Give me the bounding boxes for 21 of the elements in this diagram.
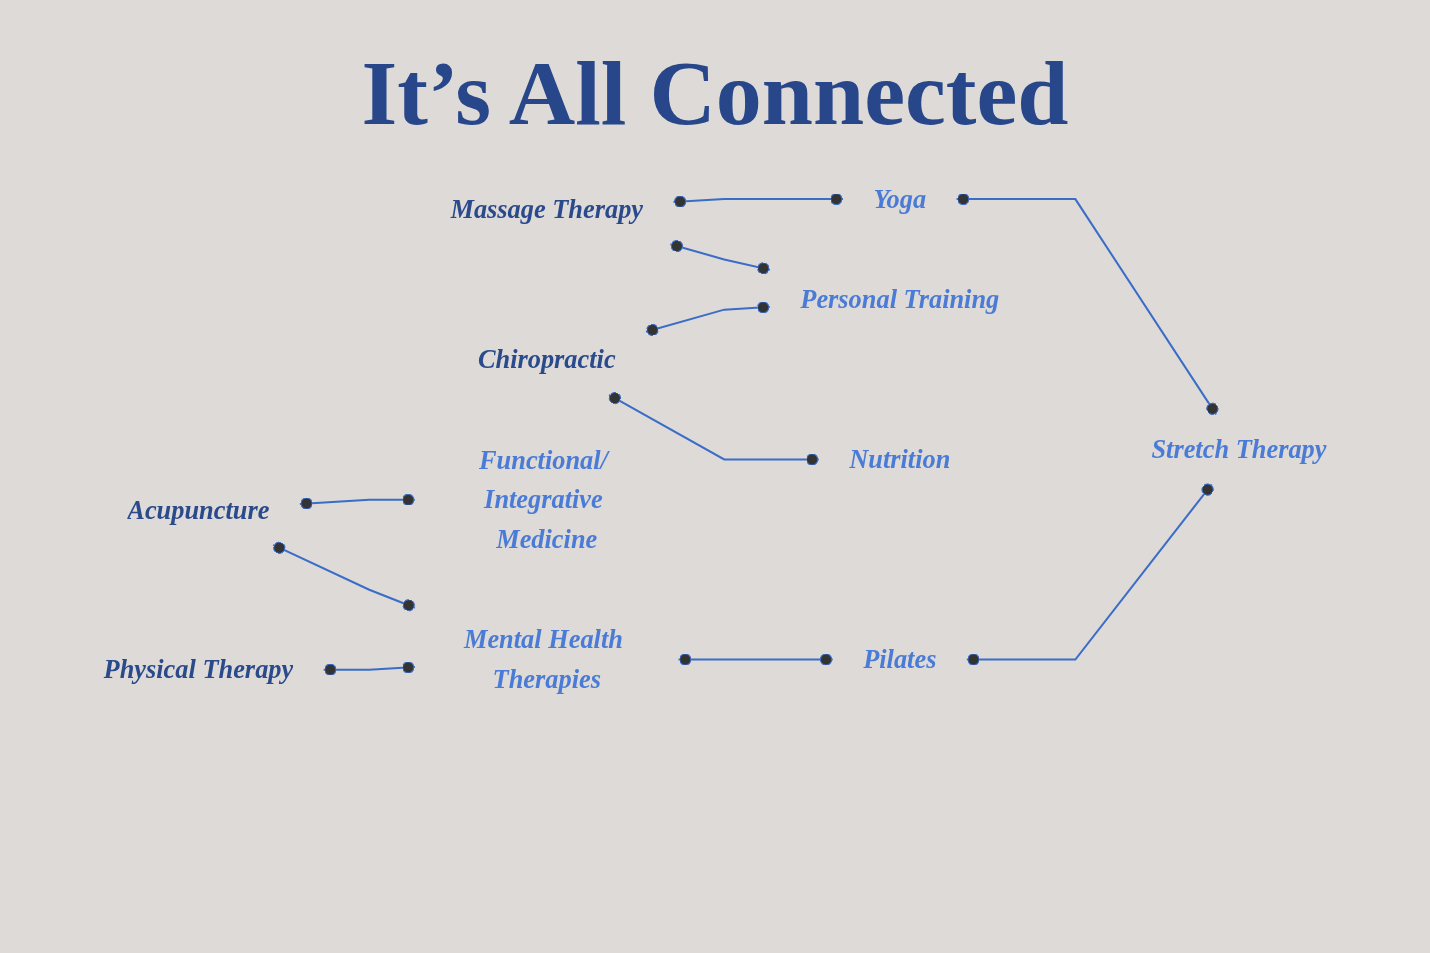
node-text: Massage Therapy (450, 194, 644, 224)
connector (608, 391, 819, 466)
node-text: Physical Therapy (103, 654, 294, 685)
node-text: Pilates (863, 644, 937, 675)
connector (670, 239, 771, 275)
node-text: Mental Health Therapies (463, 625, 623, 694)
node-text: Yoga (873, 184, 927, 214)
node-text: Stretch Therapy (1151, 434, 1327, 465)
node-text: Functional/ Integrative Medicine (478, 445, 608, 555)
connector (966, 483, 1214, 666)
connector (673, 192, 843, 208)
node-text: Personal Training (800, 284, 1000, 315)
node-text: Chiropractic (477, 345, 616, 375)
node-text: Nutrition (849, 444, 951, 475)
connector (678, 653, 833, 666)
diagram-title: It’s All Connected (360, 41, 1070, 146)
connector (299, 493, 415, 510)
connector (323, 661, 415, 676)
connector (272, 541, 416, 612)
connector (956, 192, 1219, 415)
connector (645, 301, 770, 337)
